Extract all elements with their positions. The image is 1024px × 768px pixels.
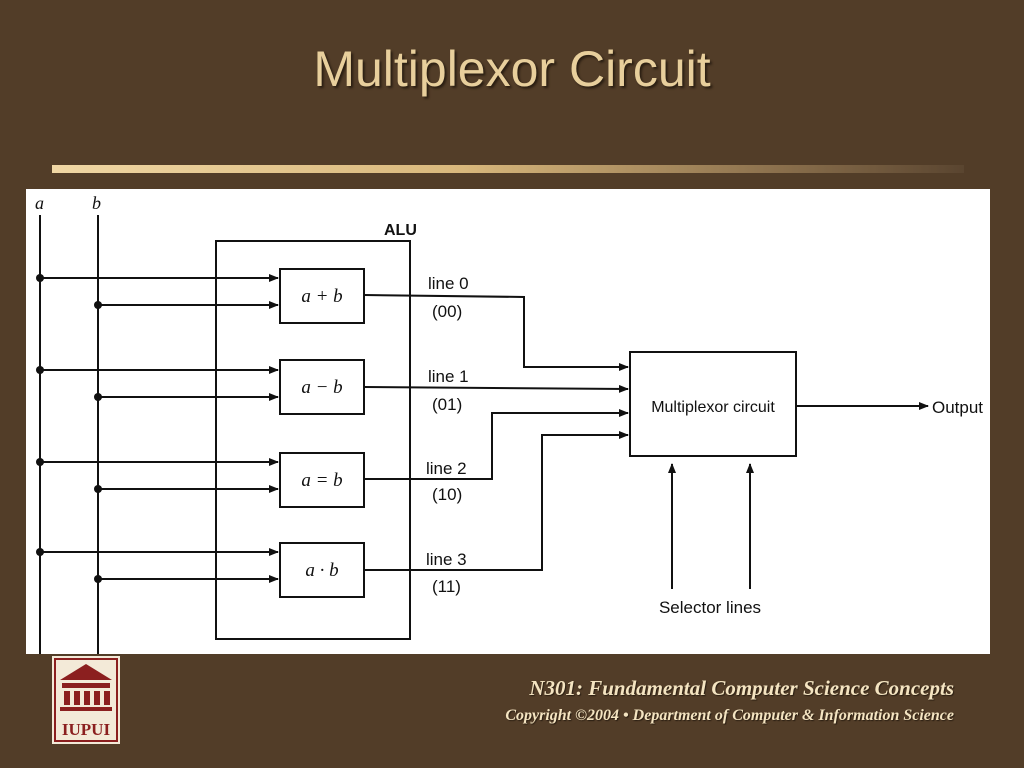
input-label-a: a <box>35 193 44 213</box>
line-3-code: (11) <box>432 577 461 596</box>
line-0-name: line 0 <box>428 274 469 293</box>
output-label: Output <box>932 398 983 417</box>
footer-course-title: N301: Fundamental Computer Science Conce… <box>529 676 954 700</box>
input-label-b: b <box>92 193 101 213</box>
line-2-wire <box>364 409 629 480</box>
slide-title: Multiplexor Circuit <box>313 41 711 97</box>
op-label-equal: a = b <box>301 470 342 491</box>
title-divider <box>52 165 964 173</box>
line-1-code: (01) <box>432 395 462 414</box>
line-1-wire <box>363 384 629 393</box>
line-3-name: line 3 <box>426 550 467 569</box>
footer-copyright: Copyright ©2004 • Department of Computer… <box>505 707 954 724</box>
multiplexor-diagram: a b ALU a + b a − b a = b a · b line 0 (… <box>35 193 983 654</box>
line-2-name: line 2 <box>426 459 467 478</box>
logo-text: IUPUI <box>62 720 111 739</box>
mux-label: Multiplexor circuit <box>651 399 775 416</box>
op-label-subtract: a − b <box>301 377 342 398</box>
diagram-panel: a b ALU a + b a − b a = b a · b line 0 (… <box>26 189 990 654</box>
line-0-wire <box>363 294 629 371</box>
op-label-and: a · b <box>305 560 338 581</box>
alu-label: ALU <box>384 222 417 239</box>
line-3-wire <box>364 431 629 571</box>
mux-box <box>629 351 797 457</box>
line-2-code: (10) <box>432 485 462 504</box>
selector-lines-label: Selector lines <box>659 598 761 617</box>
line-0-code: (00) <box>432 302 462 321</box>
input-taps <box>40 274 279 583</box>
alu-box <box>215 240 411 640</box>
line-1-name: line 1 <box>428 367 469 386</box>
junction-dots <box>36 274 102 583</box>
op-label-add: a + b <box>301 286 342 307</box>
iupui-logo: IUPUI <box>52 656 120 744</box>
